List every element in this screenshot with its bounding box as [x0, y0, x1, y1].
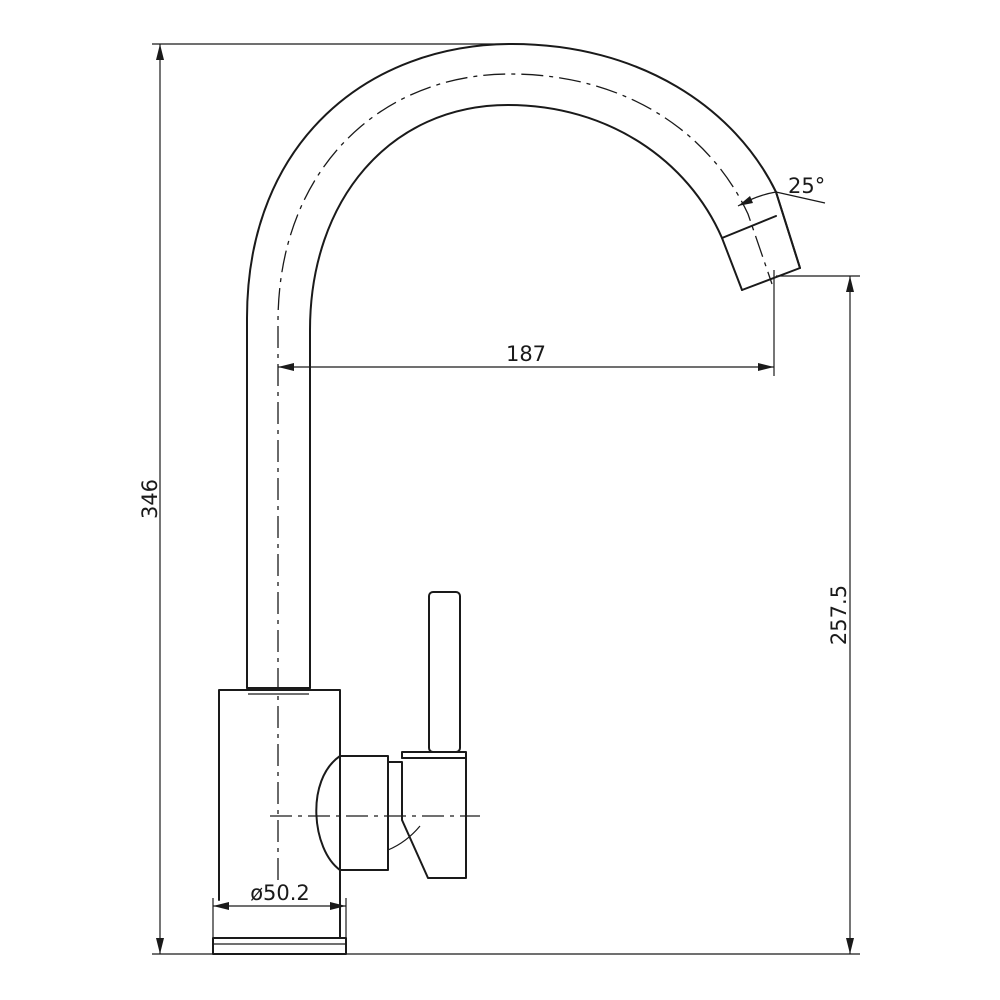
handle-body — [387, 757, 467, 879]
spout-height-arrow-top — [846, 276, 854, 292]
reach-label: 187 — [506, 342, 546, 366]
angle-ref-line — [775, 191, 826, 204]
total-height-arrow-bottom — [156, 938, 164, 954]
spout-centerline — [277, 73, 773, 880]
diameter-label: ø50.2 — [250, 881, 310, 905]
spout-aerator-tip — [721, 191, 801, 291]
total-height-label: 346 — [138, 479, 162, 519]
center-lines — [270, 73, 773, 880]
faucet-outline — [212, 43, 801, 955]
angle-label: 25° — [788, 174, 825, 198]
total-height-arrow-top — [156, 44, 164, 60]
dimension-lines: 346 257.5 187 25° ø50.2 — [138, 43, 860, 955]
reach-arrow-left — [278, 363, 294, 371]
reach-arrow-right — [758, 363, 774, 371]
diameter-arrow-right — [330, 902, 346, 910]
diameter-arrow-left — [213, 902, 229, 910]
spout-inner-curve — [309, 104, 743, 689]
spout-outer-curve — [246, 43, 801, 689]
lever-rod — [428, 591, 461, 753]
base-plate — [212, 937, 347, 955]
handle-hub — [315, 755, 389, 871]
angle-arrow — [738, 196, 753, 206]
hub-inner-arc — [387, 825, 421, 851]
spout-height-arrow-bottom — [846, 938, 854, 954]
spout-height-label: 257.5 — [827, 585, 851, 645]
